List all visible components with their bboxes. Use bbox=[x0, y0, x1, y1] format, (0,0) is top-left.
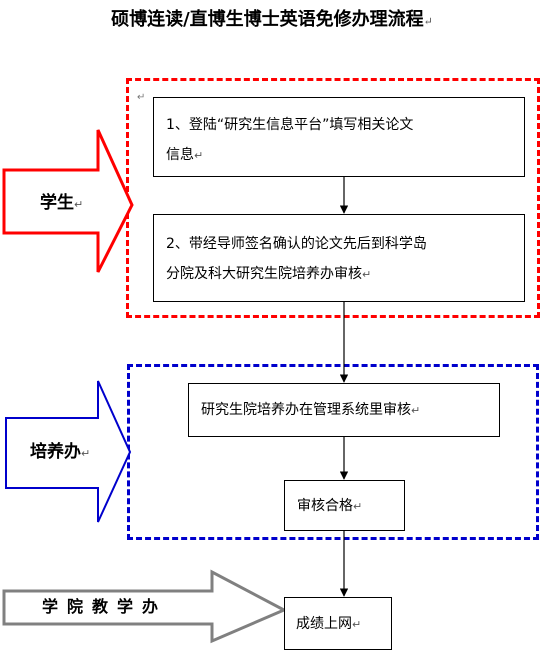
step1-line1: 1、登陆“研究生信息平台”填写相关论文 bbox=[166, 117, 414, 133]
step1-box: 1、登陆“研究生信息平台”填写相关论文 信息↵ bbox=[153, 97, 525, 177]
step4-text: 审核合格 bbox=[297, 498, 353, 514]
step1-line2: 信息↵ bbox=[166, 140, 514, 171]
teaching-office-arrow bbox=[2, 569, 288, 644]
step5-box: 成绩上网↵ bbox=[284, 597, 392, 650]
step5-text: 成绩上网 bbox=[296, 616, 352, 632]
frame-paragraph-mark: ↵ bbox=[137, 92, 146, 103]
paragraph-mark: ↵ bbox=[194, 149, 204, 162]
student-label-text: 学生 bbox=[40, 193, 74, 213]
title-text: 硕博连读/直博生博士英语免修办理流程 bbox=[111, 9, 424, 30]
paragraph-mark: ↵ bbox=[81, 447, 91, 460]
paragraph-mark: ↵ bbox=[362, 268, 372, 281]
teaching-office-label-text: 学院教学办 bbox=[42, 597, 168, 616]
training-office-label-text: 培养办 bbox=[30, 442, 81, 462]
step3-text: 研究生院培养办在管理系统里审核 bbox=[201, 402, 411, 418]
paragraph-mark: ↵ bbox=[352, 618, 362, 631]
page-title: 硕博连读/直博生博士英语免修办理流程↵ bbox=[0, 8, 544, 34]
step3-box: 研究生院培养办在管理系统里审核↵ bbox=[188, 383, 500, 437]
training-office-arrow bbox=[5, 380, 132, 523]
student-arrow bbox=[2, 129, 134, 273]
paragraph-mark: ↵ bbox=[74, 198, 84, 211]
step2-line1: 2、带经导师签名确认的论文先后到科学岛 bbox=[166, 236, 427, 252]
step2-box: 2、带经导师签名确认的论文先后到科学岛 分院及科大研究生院培养办审核↵ bbox=[153, 214, 525, 302]
training-office-label: 培养办↵ bbox=[30, 441, 90, 465]
step4-box: 审核合格↵ bbox=[284, 480, 405, 531]
student-label: 学生↵ bbox=[40, 192, 83, 216]
paragraph-mark: ↵ bbox=[411, 404, 421, 417]
paragraph-mark: ↵ bbox=[423, 15, 433, 28]
step1-line2-text: 信息 bbox=[166, 147, 194, 163]
paragraph-mark: ↵ bbox=[353, 500, 363, 513]
teaching-office-label: 学院教学办 bbox=[42, 596, 167, 618]
step2-line2: 分院及科大研究生院培养办审核↵ bbox=[166, 259, 514, 290]
step2-line2-text: 分院及科大研究生院培养办审核 bbox=[166, 266, 362, 282]
